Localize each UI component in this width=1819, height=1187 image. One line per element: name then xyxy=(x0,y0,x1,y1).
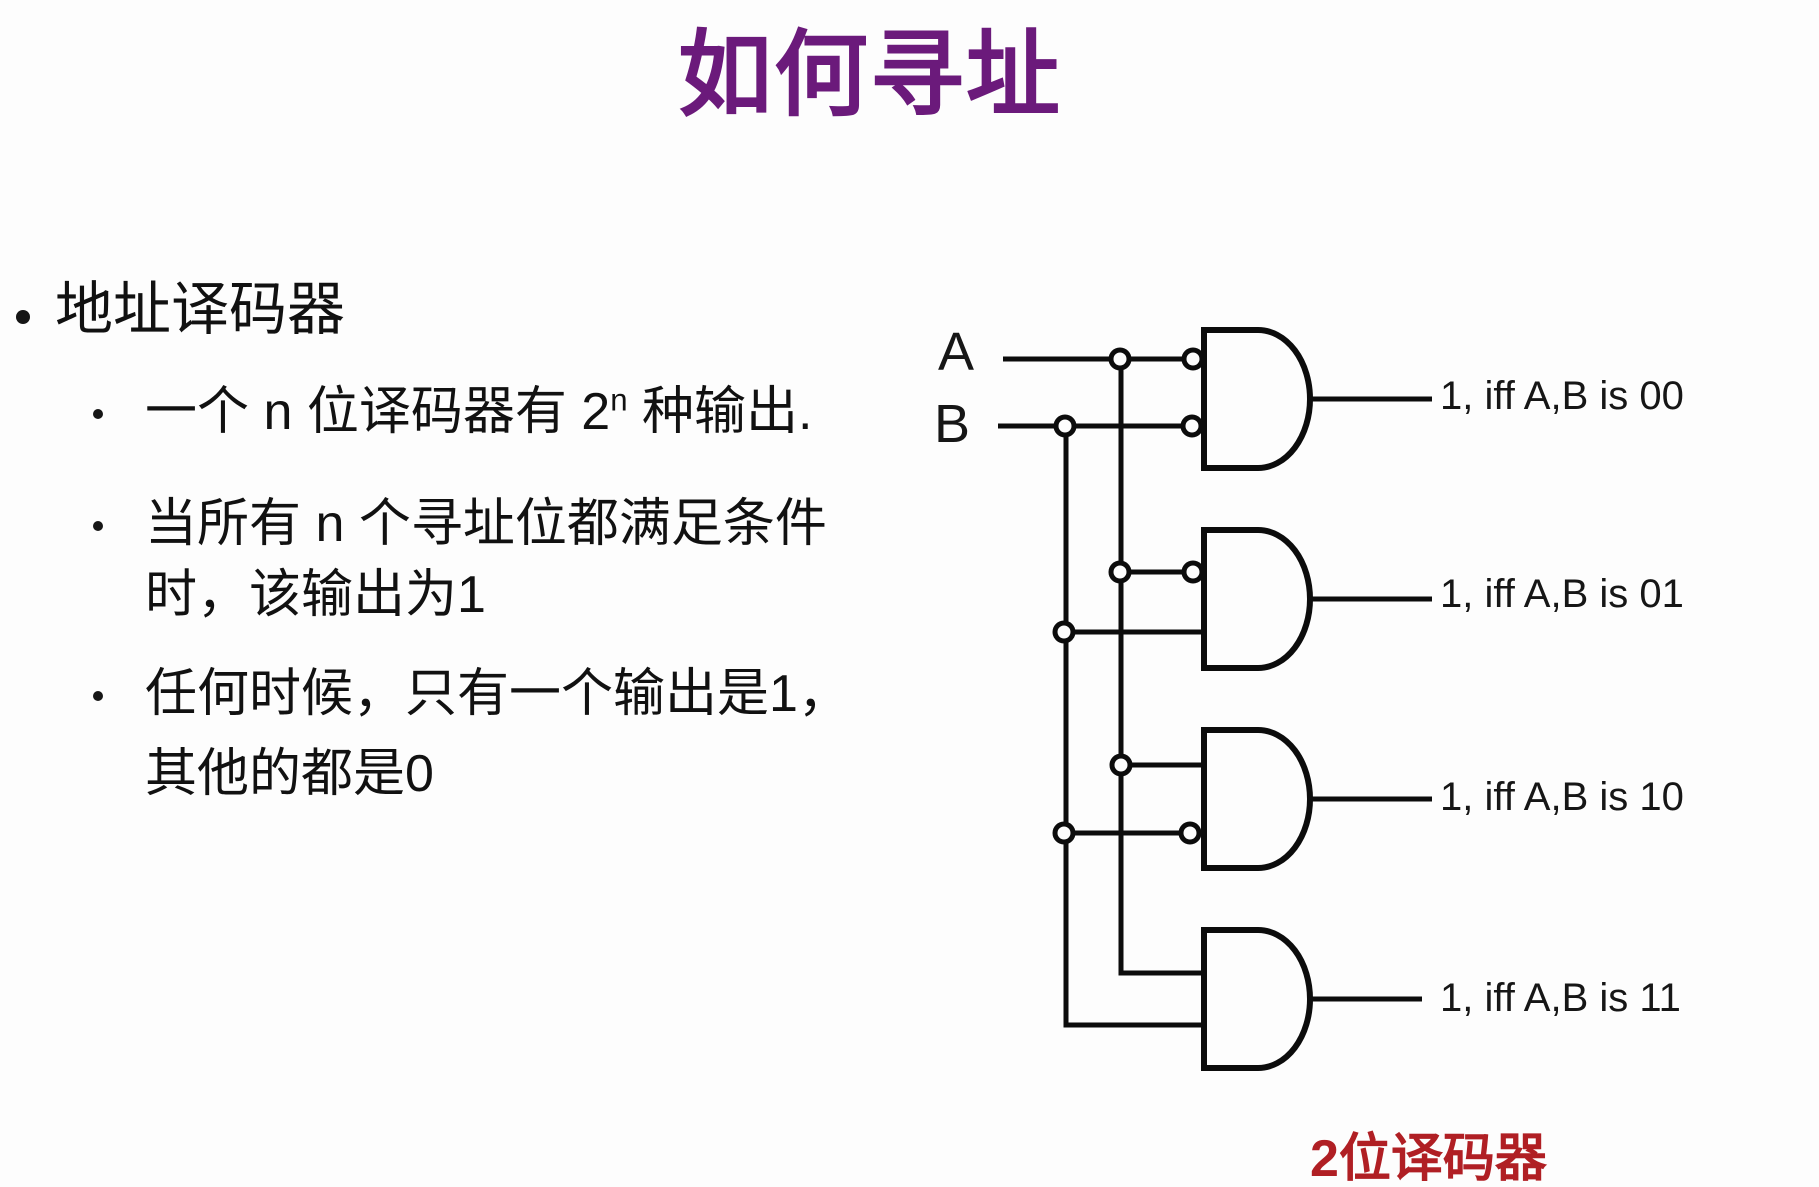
wire-rail-a xyxy=(1118,359,1204,976)
and-gate-01 xyxy=(1201,527,1313,671)
output-label-10: 1, iff A,B is 10 xyxy=(1440,775,1684,819)
input-label-b: B xyxy=(934,394,971,454)
bullet-sub1: 一个 n 位译码器有 2n 种输出. xyxy=(145,383,812,441)
output-label-01: 1, iff A,B is 01 xyxy=(1440,572,1684,616)
output-label-11: 1, iff A,B is 11 xyxy=(1440,976,1681,1020)
bullet-sub3-line2: 其他的都是0 xyxy=(145,745,434,803)
bullet-sub1-exponent: n xyxy=(610,382,628,418)
bullet-level1-label: 地址译码器 xyxy=(55,277,346,342)
and-gate-10 xyxy=(1201,727,1313,871)
inverter-bubble-gate1-b xyxy=(1180,414,1204,438)
inverter-bubble-gate2-a xyxy=(1181,560,1205,584)
inverter-bubble-gate3-b xyxy=(1178,821,1202,845)
junction-b-row2 xyxy=(1052,620,1076,644)
input-label-a: A xyxy=(938,322,975,382)
bullet-sub2-line2: 时，该输出为1 xyxy=(145,566,486,624)
and-gate-11 xyxy=(1201,927,1313,1071)
bullet-dot-sub1 xyxy=(93,409,103,419)
junction-a-row2 xyxy=(1108,560,1132,584)
junction-a-row3 xyxy=(1109,753,1133,777)
page-title: 如何寻址 xyxy=(678,22,1063,127)
junction-b-row1 xyxy=(1053,414,1077,438)
bullet-sub2-line1: 当所有 n 个寻址位都满足条件 xyxy=(145,495,827,553)
output-label-00: 1, iff A,B is 00 xyxy=(1440,374,1684,418)
bullet-sub3-line1: 任何时候，只有一个输出是1， xyxy=(145,665,850,723)
bullet-dot-sub3 xyxy=(93,691,103,701)
diagram-caption: 2位译码器 xyxy=(1310,1130,1547,1187)
junction-a-row1 xyxy=(1108,347,1132,371)
bullet-sub1-pre: 一个 n 位译码器有 2 xyxy=(145,383,611,441)
bullet-dot-level1 xyxy=(16,310,30,324)
junction-b-row3 xyxy=(1052,821,1076,845)
wire-rail-b xyxy=(1063,426,1204,1028)
inverter-bubble-gate1-a xyxy=(1181,347,1205,371)
and-gate-00 xyxy=(1201,327,1313,471)
bullet-dot-sub2 xyxy=(93,521,103,531)
bullet-sub1-post: 种输出. xyxy=(627,383,813,441)
